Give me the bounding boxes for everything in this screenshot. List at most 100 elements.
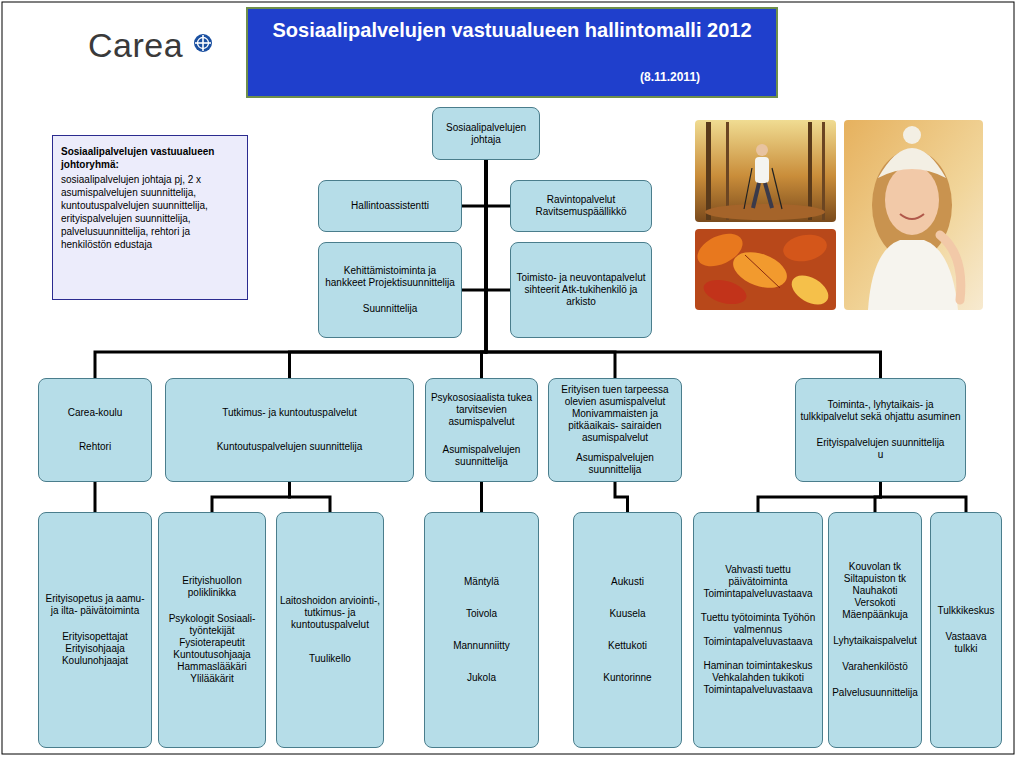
node-text: Erityisopetus ja aamu- ja ilta- päivätoi…	[41, 593, 149, 617]
node-text: Toiminta-, lyhytaikais- ja tulkkipalvelu…	[800, 399, 961, 423]
team-box: Vahvasti tuettu päivätoiminta Toimintapa…	[693, 512, 823, 748]
unit-box: Erityisen tuen tarpeessa olevien asumisp…	[548, 378, 682, 482]
forest-path	[705, 204, 825, 220]
node-text: sosiaalipalvelujen johtaja pj, 2 x asumi…	[61, 173, 239, 251]
node-text: Erityishuollon poliklinikka	[161, 575, 263, 599]
unit-box: Toiminta-, lyhytaikais- ja tulkkipalvelu…	[795, 378, 966, 482]
tree-trunk	[808, 122, 812, 220]
node-text: Asumispalvelujen suunnittelija	[430, 444, 533, 468]
photo-walker	[695, 120, 836, 222]
org-connector	[486, 160, 510, 206]
node-text: Tuettu työtoiminta Työhön valmennus Toim…	[696, 612, 820, 648]
node-text: Laitoshoidon arviointi-, tutkimus- ja ku…	[279, 595, 381, 631]
walking-pole	[772, 168, 782, 209]
node-text: Haminan toimintakeskus Vehkalahden tukik…	[696, 660, 820, 696]
team-box: Erityishuollon poliklinikkaPsykologit So…	[158, 512, 266, 748]
leaf-vein	[745, 255, 780, 288]
tree-trunk	[822, 122, 825, 220]
raised-hand	[940, 235, 961, 300]
logo-cross	[195, 42, 211, 44]
node-text: Mannunniitty	[427, 640, 536, 652]
walker-leg	[753, 183, 759, 208]
team-box: Laitoshoidon arviointi-, tutkimus- ja ku…	[276, 512, 384, 748]
org-connector	[462, 160, 486, 206]
staff-box: Kehittämistoiminta ja hankkeet Projektis…	[318, 242, 462, 338]
group-box: Sosiaalipalvelujen vastuualueen johtoryh…	[52, 135, 248, 300]
node-text: Erityisen tuen tarpeessa olevien asumisp…	[553, 384, 677, 444]
group-heading: Sosiaalipalvelujen vastuualueen johtoryh…	[61, 145, 239, 171]
staff-box: Ravintopalvelut Ravitsemuspäällikkö	[510, 180, 652, 232]
logo-icon	[194, 34, 212, 52]
node-text: Kouvolan tk Siltapuiston tk Nauhakoti Ve…	[831, 561, 919, 621]
node-text: Tulkkikeskus	[933, 605, 999, 617]
leaf	[701, 276, 749, 309]
date-label: (8.11.2011)	[640, 70, 700, 84]
org-connector	[758, 482, 881, 512]
director-box: Sosiaalipalvelujen johtaja	[432, 107, 540, 160]
tree-trunk	[726, 122, 729, 220]
staff-box: Toimisto- ja neuvontapalvelut sihteerit …	[510, 242, 652, 338]
title-banner: Sosiaalipalvelujen vastuualueen hallinto…	[246, 7, 778, 98]
org-connector	[462, 160, 486, 290]
node-text: Jukola	[427, 672, 536, 684]
org-connector	[480, 482, 483, 512]
node-text: u	[800, 449, 961, 461]
node-text: Vahvasti tuettu päivätoiminta Toimintapa…	[696, 564, 820, 600]
leaf	[781, 231, 829, 264]
staff-box: Hallintoassistentti	[318, 180, 462, 232]
node-text: Tutkimus- ja kuntoutuspalvelut	[170, 407, 409, 419]
title-text: Sosiaalipalvelujen vastuualueen hallinto…	[248, 17, 776, 43]
photo-background	[695, 120, 836, 222]
hat	[878, 148, 946, 178]
node-text: Tuulikello	[279, 653, 381, 665]
face	[885, 165, 939, 235]
photo-woman	[844, 120, 983, 310]
node-text: Psykologit Sosiaali- työntekijät Fysiote…	[161, 613, 263, 685]
node-text: Erityispalvelujen suunnittelija	[800, 437, 961, 449]
node-text: Rehtori	[43, 441, 147, 453]
node-text: Hallintoassistentti	[323, 200, 457, 212]
leaf	[787, 270, 834, 311]
walker-head	[756, 144, 768, 156]
org-connector	[486, 160, 881, 378]
node-text: Mäntylä	[427, 576, 536, 588]
node-text: Lyhytaikaispalvelut	[831, 635, 919, 647]
node-text: Kettukoti	[576, 640, 679, 652]
smile	[900, 214, 924, 219]
team-box: Kouvolan tk Siltapuiston tk Nauhakoti Ve…	[828, 512, 922, 748]
photo-background	[844, 120, 983, 310]
sweater	[868, 240, 958, 310]
node-text: Kuntorinne	[576, 672, 679, 684]
walking-pole	[744, 168, 752, 209]
node-text: Kehittämistoiminta ja hankkeet Projektis…	[323, 265, 457, 289]
unit-box: Carea-kouluRehtori	[38, 378, 152, 482]
node-text: Kuusela	[576, 608, 679, 620]
team-box: TulkkikeskusVastaava tulkki	[930, 512, 1002, 748]
node-text: Vastaava tulkki	[933, 631, 999, 655]
org-connector	[290, 160, 487, 378]
photo-leaves	[692, 227, 836, 310]
org-connector	[290, 482, 331, 512]
node-text: Erityisopettajat Erityisohjaaja Koulunoh…	[41, 631, 149, 667]
logo-text: Carea	[88, 26, 183, 65]
node-text: Sosiaalipalvelujen johtaja	[437, 122, 535, 146]
team-box: MäntyläToivolaMannunniittyJukola	[424, 512, 539, 748]
walker-leg	[765, 183, 772, 208]
org-connector	[94, 482, 97, 512]
tree-trunk	[706, 122, 711, 220]
team-box: Erityisopetus ja aamu- ja ilta- päivätoi…	[38, 512, 152, 748]
node-text: Varahenkilöstö	[831, 661, 919, 673]
org-connector	[881, 482, 967, 512]
unit-box: Psykososiaalista tukea tarvitsevien asum…	[425, 378, 538, 482]
unit-box: Tutkimus- ja kuntoutuspalvelutKuntoutusp…	[165, 378, 414, 482]
node-text: Carea-koulu	[43, 407, 147, 419]
org-connector	[615, 482, 628, 512]
node-text: Psykososiaalista tukea tarvitsevien asum…	[430, 392, 533, 428]
hat-pompom	[903, 126, 921, 144]
node-text: Aukusti	[576, 576, 679, 588]
logo-circle	[194, 34, 212, 52]
org-connector	[486, 160, 510, 290]
node-text: Ravintopalvelut Ravitsemuspäällikkö	[515, 194, 647, 218]
